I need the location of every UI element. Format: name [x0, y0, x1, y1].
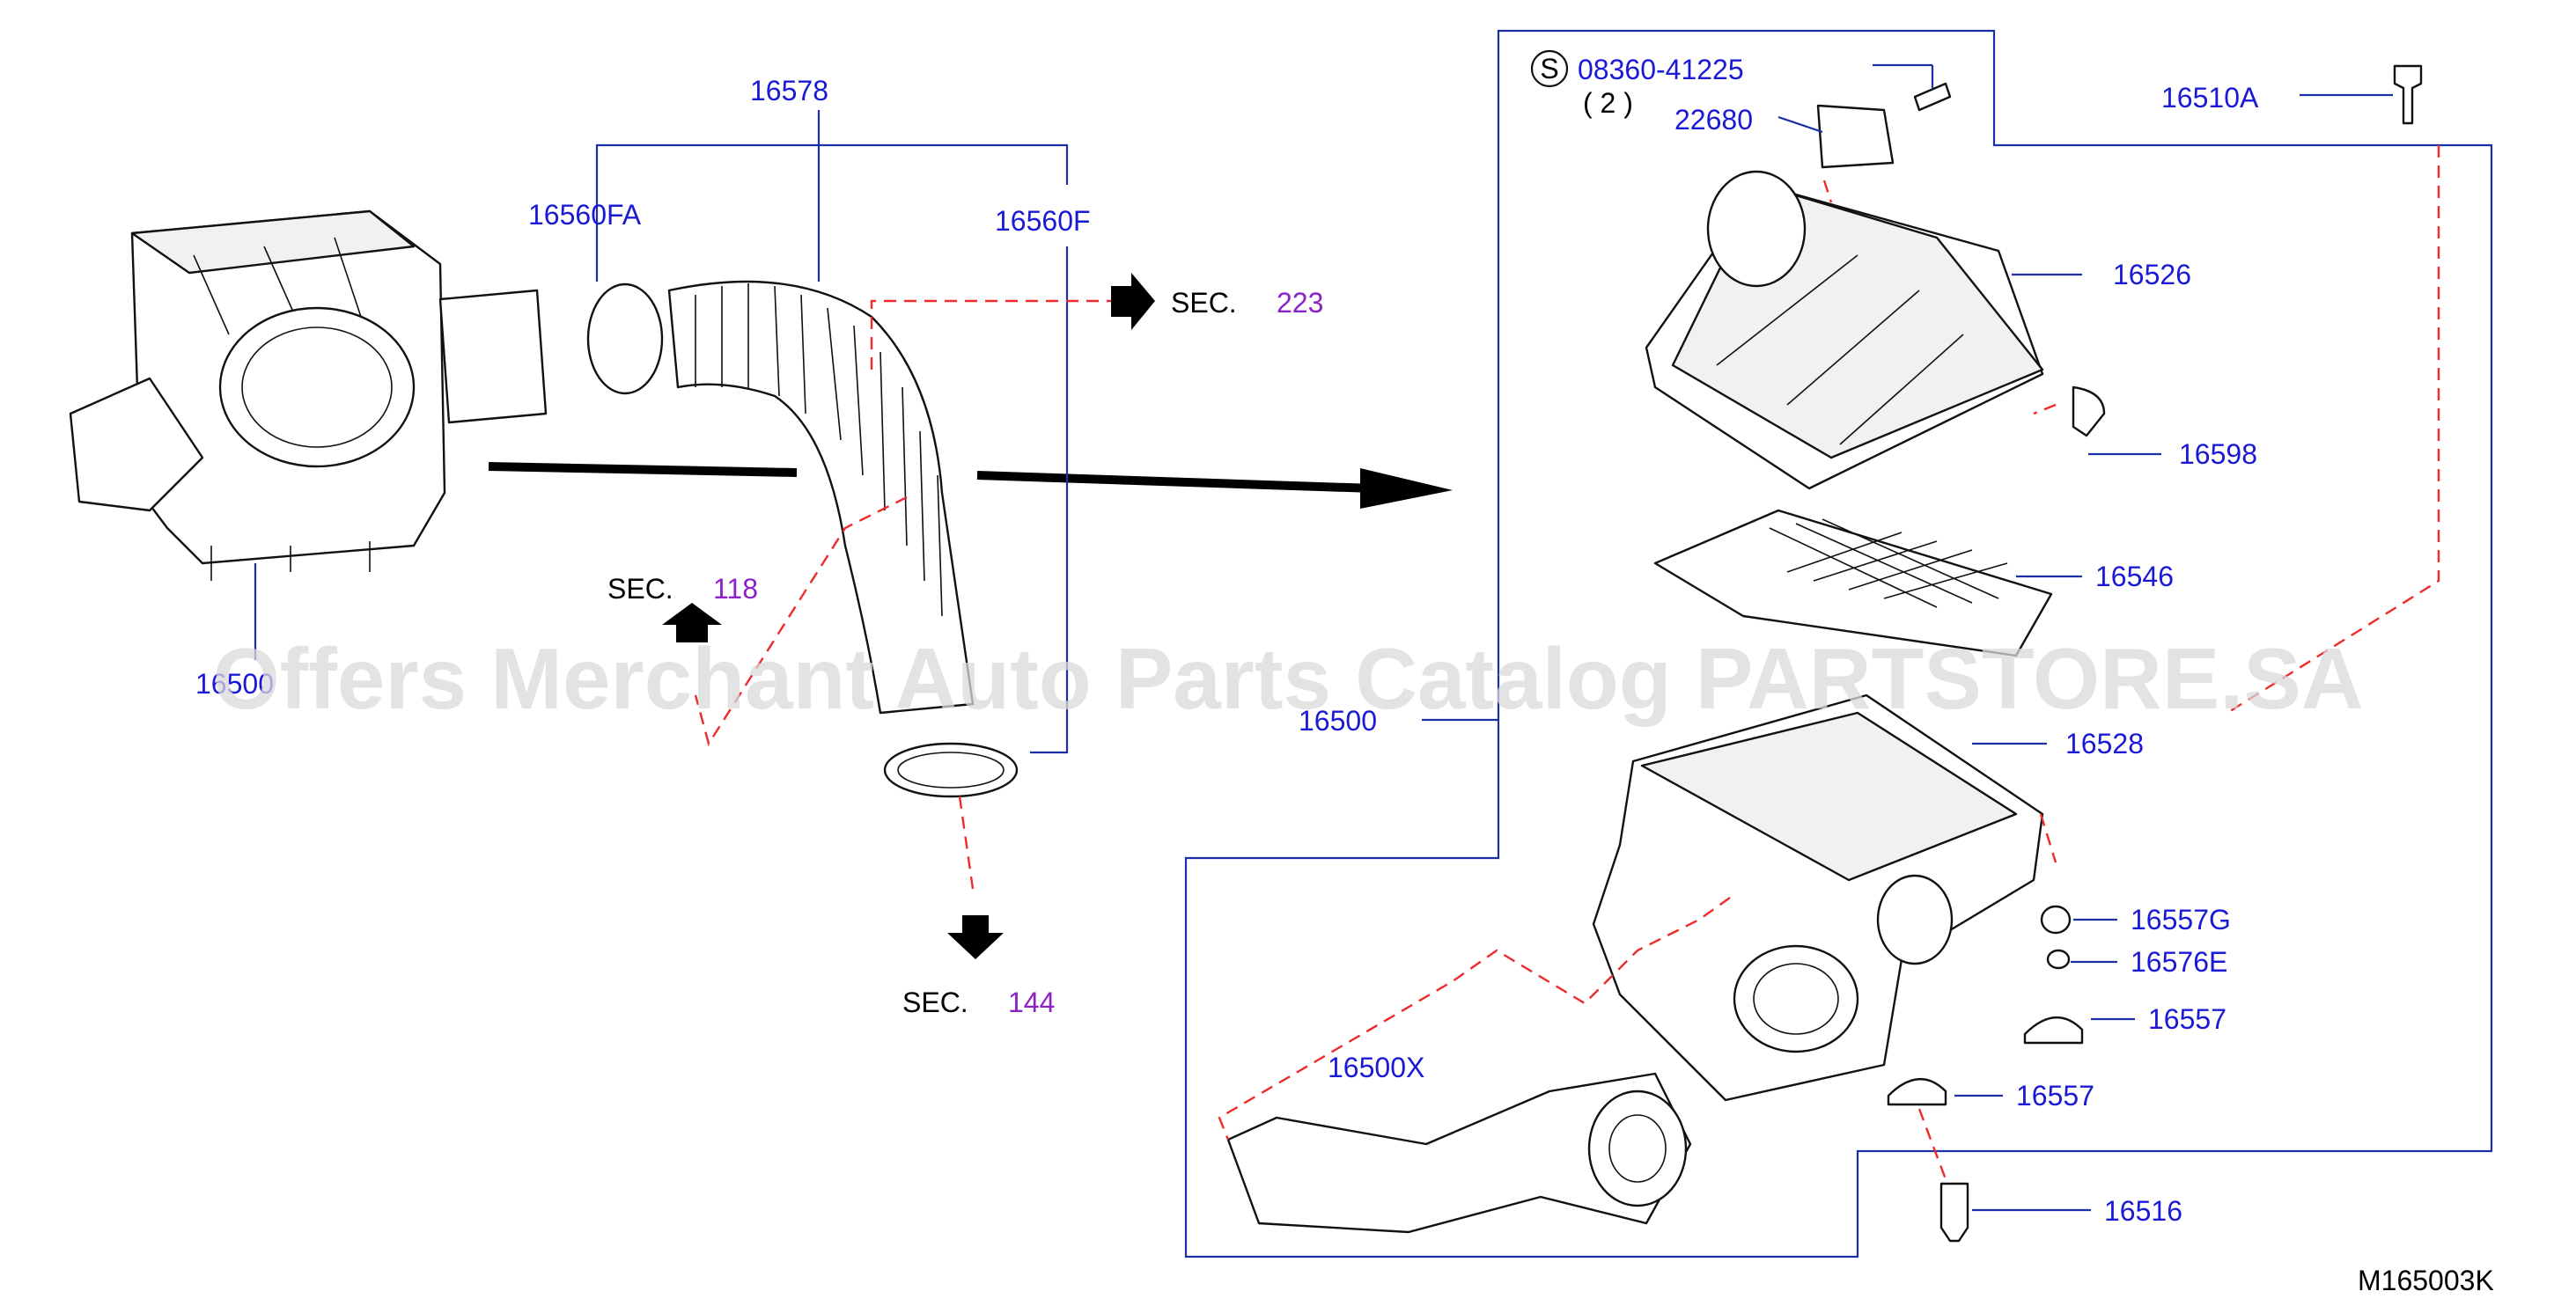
section-ref-144: SEC. 144 — [902, 987, 1055, 1018]
assembly-boundary-16500 — [1184, 29, 2493, 1258]
label-16500-left: 16500 — [195, 668, 274, 700]
label-16500: 16500 — [1299, 705, 1377, 737]
label-16598: 16598 — [2179, 438, 2257, 470]
upper-cover-drawing — [1645, 104, 2044, 490]
leader-lines-left — [254, 110, 1069, 754]
standard-part-marker: S — [1530, 49, 1569, 88]
dashed-lines-right — [1218, 145, 2440, 1180]
svg-text:SEC.: SEC. — [607, 573, 673, 605]
label-quantity: ( 2 ) — [1583, 87, 1633, 119]
direction-arrow — [488, 462, 1453, 509]
filter-element-drawing — [1653, 509, 2053, 657]
dashed-lines-left — [694, 299, 1114, 890]
sec-144-arrow — [947, 915, 1004, 959]
svg-text:SEC.: SEC. — [1171, 287, 1237, 319]
label-16557-b: 16557 — [2016, 1080, 2094, 1112]
svg-text:223: 223 — [1277, 287, 1323, 319]
diagram-code: M165003K — [2358, 1265, 2494, 1296]
lower-case-drawing — [1592, 693, 2044, 1102]
label-16526: 16526 — [2113, 259, 2191, 290]
svg-text:118: 118 — [713, 573, 758, 605]
section-ref-118: SEC. 118 — [607, 573, 758, 605]
label-08360-41225: 08360-41225 — [1578, 54, 1744, 85]
label-22680: 22680 — [1674, 104, 1753, 136]
sec-118-arrow — [662, 603, 722, 642]
label-16510A: 16510A — [2161, 82, 2259, 114]
label-16560FA: 16560FA — [528, 199, 642, 231]
label-16546: 16546 — [2095, 561, 2174, 592]
svg-text:SEC.: SEC. — [902, 987, 968, 1018]
label-16528: 16528 — [2065, 728, 2144, 759]
label-16578: 16578 — [750, 75, 828, 106]
label-16500X: 16500X — [1328, 1052, 1424, 1083]
svg-text:S: S — [1540, 53, 1558, 84]
hardware-parts-drawing — [1887, 64, 2423, 1243]
label-16560F: 16560F — [995, 205, 1091, 237]
part-labels: 16578 16560FA 16560F 16500 16500 08360-4… — [195, 54, 2259, 1227]
watermark-text: Offers Merchant Auto Parts Catalog PARTS… — [212, 630, 2363, 727]
label-16576E: 16576E — [2131, 946, 2227, 978]
label-16516: 16516 — [2104, 1195, 2182, 1227]
label-16557G: 16557G — [2131, 904, 2231, 935]
leader-lines-right — [1777, 63, 2393, 1212]
resonator-drawing — [1226, 1072, 1692, 1234]
label-16557-a: 16557 — [2148, 1003, 2226, 1035]
svg-text:144: 144 — [1008, 987, 1055, 1018]
air-cleaner-assembly-drawing — [69, 209, 548, 581]
section-ref-223: SEC. 223 — [1171, 287, 1323, 319]
sec-223-arrow — [1111, 273, 1155, 330]
intake-duct-drawing — [586, 280, 1019, 798]
